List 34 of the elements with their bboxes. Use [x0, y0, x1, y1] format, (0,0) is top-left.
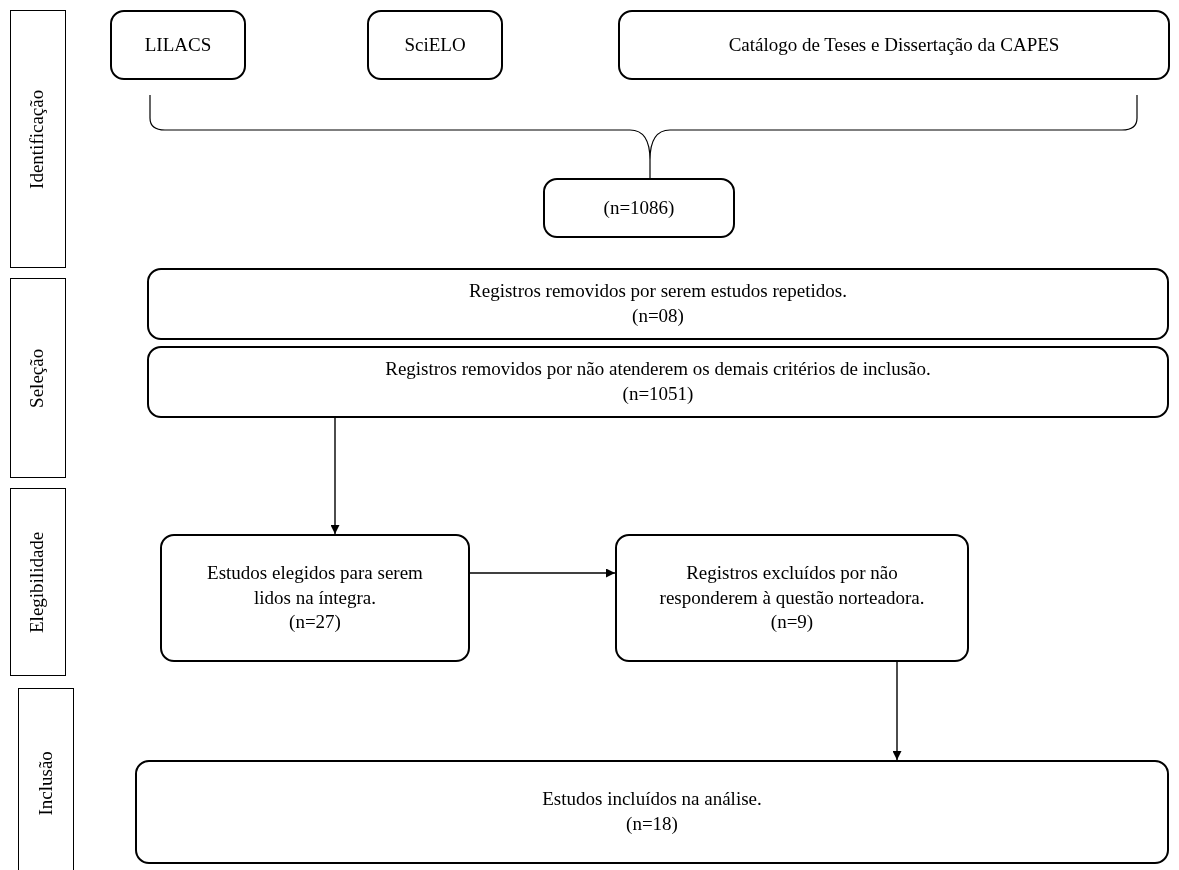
- process-box: [618, 10, 1170, 80]
- process-box: [615, 534, 969, 662]
- box-text: Catálogo de Teses e Dissertação da CAPES: [728, 32, 1060, 57]
- stage-label: Seleção: [25, 348, 49, 408]
- stage-label: Identificação: [25, 89, 49, 189]
- stage-band: [10, 278, 66, 478]
- count-text: (n=1051): [622, 382, 694, 406]
- box-text: (n=1086): [603, 195, 675, 220]
- arrow: [469, 568, 616, 578]
- process-box: [160, 534, 470, 662]
- process-box: [110, 10, 246, 80]
- count-text: (n=27): [289, 610, 341, 635]
- box-text: Registros excluídos por não responderem à questão norteadora.: [658, 560, 926, 610]
- process-box: [147, 346, 1169, 418]
- box-text: SciELO: [404, 32, 466, 57]
- stage-label: Elegibilidade: [25, 531, 49, 633]
- box-text: Registros removidos por serem estudos repetidos.: [469, 279, 847, 304]
- count-text: (n=18): [626, 812, 678, 836]
- box-text: Estudos elegidos para serem lidos na íntegra.: [206, 560, 424, 610]
- process-box: [147, 268, 1169, 340]
- arrow: [330, 417, 340, 535]
- stage-label: Inclusão: [33, 750, 57, 816]
- box-text: Estudos incluídos na análise.: [542, 787, 762, 812]
- stage-band: [10, 488, 66, 676]
- process-box: [367, 10, 503, 80]
- stage-band: [18, 688, 74, 870]
- process-box: [543, 178, 735, 238]
- box-text: LILACS: [144, 32, 212, 57]
- arrow: [892, 661, 902, 761]
- box-text: Registros removidos por não atenderem os demais critérios de inclusão.: [385, 357, 931, 382]
- stage-band: [10, 10, 66, 268]
- count-text: (n=9): [770, 610, 814, 635]
- count-text: (n=08): [632, 304, 684, 328]
- process-box: [135, 760, 1169, 864]
